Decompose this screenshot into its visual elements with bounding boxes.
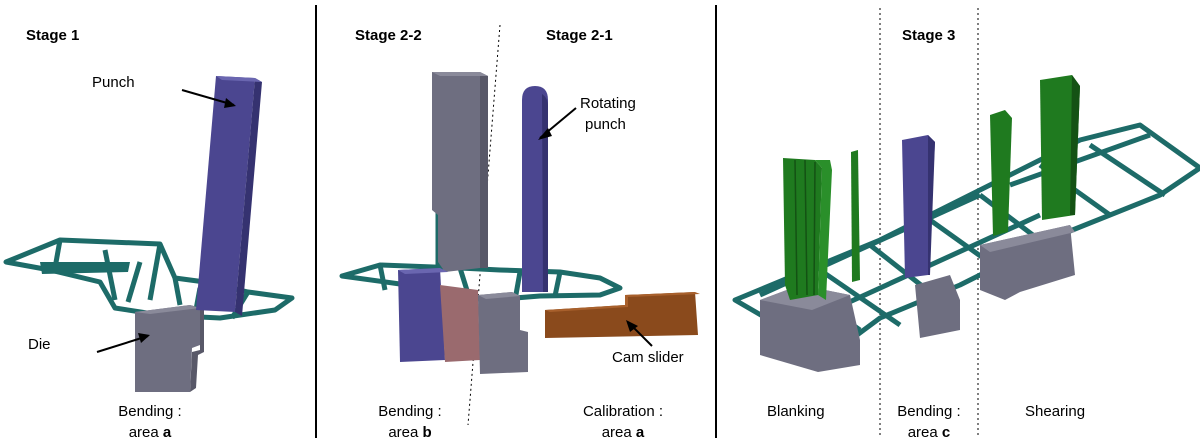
cam-slider-label: Cam slider bbox=[612, 349, 684, 366]
stage3-die-block-2 bbox=[915, 275, 960, 338]
rotating-punch-label-line2: punch bbox=[585, 116, 626, 133]
stage2-2-header: Stage 2-2 bbox=[355, 27, 422, 44]
stage3-green-punch-2 bbox=[851, 150, 860, 282]
shearing-caption: Shearing bbox=[1025, 403, 1086, 420]
stage3-die-block-3 bbox=[980, 225, 1075, 300]
stage3-header: Stage 3 bbox=[902, 27, 956, 44]
stage2-2-caption-line1: Bending : bbox=[378, 403, 442, 420]
stage1-strip bbox=[3, 237, 295, 321]
stage3-bending-caption-area: c bbox=[941, 424, 951, 441]
stage1-caption: Bending : area a bbox=[95, 401, 205, 443]
stage1-caption-area: a bbox=[162, 424, 172, 441]
stage1-die bbox=[135, 305, 204, 392]
stage1-strip-raised-part bbox=[40, 262, 130, 274]
stage2-rotating-punch bbox=[522, 86, 548, 292]
stage2-1-caption-prefix: area bbox=[601, 424, 636, 441]
stage3-bending-caption: Bending : area c bbox=[874, 401, 984, 443]
stage1-punch bbox=[196, 76, 262, 316]
stage2-cam-slider bbox=[545, 292, 700, 338]
stage3-green-punch-1 bbox=[783, 158, 832, 300]
stage2-2-caption-prefix: area bbox=[388, 424, 423, 441]
stage2-gray-die bbox=[478, 292, 528, 374]
stage2-1-caption-line1: Calibration : bbox=[582, 403, 664, 420]
stage3-die-block-1 bbox=[760, 285, 860, 372]
stage2-gray-punch bbox=[432, 72, 488, 272]
stage3-green-punch-3 bbox=[990, 110, 1012, 236]
stage3-blue-punch bbox=[902, 135, 935, 278]
stage3-green-punch-4 bbox=[1040, 75, 1080, 220]
stage2-1-header: Stage 2-1 bbox=[546, 27, 613, 44]
stage3-bending-caption-line1: Bending : bbox=[897, 403, 961, 420]
stage1-header: Stage 1 bbox=[26, 27, 80, 44]
rotating-punch-label-line1: Rotating bbox=[580, 95, 636, 112]
stage1-caption-line1: Bending : bbox=[118, 403, 182, 420]
stage2-2-caption-area: b bbox=[422, 424, 432, 441]
blanking-caption: Blanking bbox=[767, 403, 825, 420]
die-label: Die bbox=[28, 336, 51, 353]
stage2-1-caption: Calibration : area a bbox=[558, 401, 688, 443]
stage1-caption-prefix: area bbox=[128, 424, 163, 441]
stage2-2-caption: Bending : area b bbox=[355, 401, 465, 443]
stage2-1-caption-area: a bbox=[635, 424, 645, 441]
die-arrow bbox=[96, 335, 149, 353]
stage2-pink-block bbox=[440, 285, 480, 362]
stage2-blue-block bbox=[398, 268, 448, 362]
punch-label: Punch bbox=[92, 74, 135, 91]
stage3-bending-caption-prefix: area bbox=[907, 424, 942, 441]
